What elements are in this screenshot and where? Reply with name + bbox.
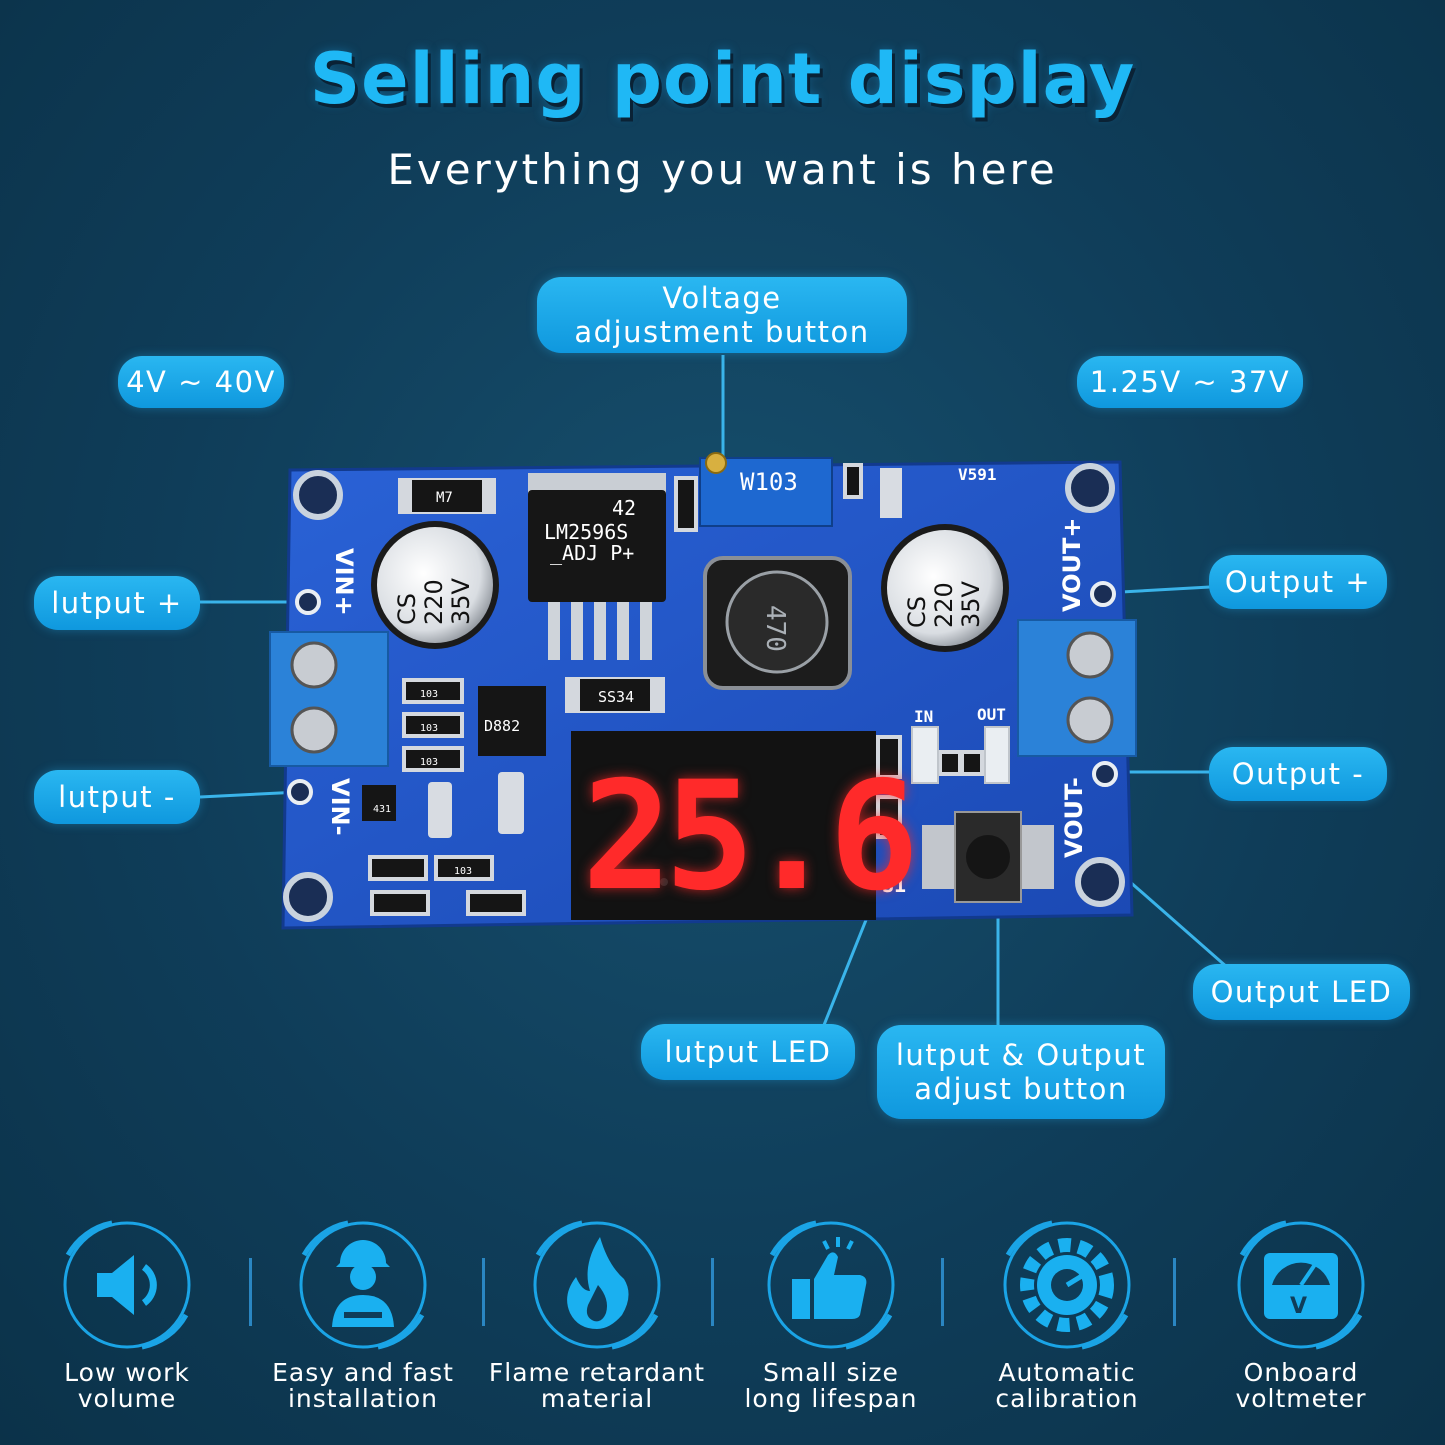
ic-label-3: _ADJ P+ (550, 541, 634, 565)
feature-label-line1: Small size (763, 1358, 899, 1387)
led-out-label: OUT (977, 705, 1006, 724)
feature-separator (941, 1258, 944, 1326)
feature-easy-installation: Easy and fast installation (243, 1360, 483, 1412)
page-subtitle: Everything you want is here (387, 145, 1058, 194)
feature-label-line1: Low work (64, 1358, 190, 1387)
switch-label: S1 (882, 873, 906, 897)
voltage-adjust-line1: Voltage (662, 281, 782, 315)
output-led-callout: Output LED (1193, 964, 1410, 1020)
thumbs-up-icon (767, 1220, 895, 1350)
transistor-label: D882 (484, 717, 520, 735)
adjust-button-line2: adjust button (914, 1072, 1128, 1106)
feature-label-line2: installation (287, 1384, 439, 1413)
input-range-callout: 4V ~ 40V (118, 356, 284, 408)
feature-label-line2: voltmeter (1235, 1384, 1367, 1413)
feature-separator (711, 1258, 714, 1326)
voltmeter-icon: V (1237, 1220, 1365, 1350)
vin-plus-label: VIN+ (330, 548, 358, 616)
resistor-label-2: 103 (420, 723, 438, 734)
feature-label-line2: volume (77, 1384, 177, 1413)
ic-label-1: 42 (612, 496, 636, 520)
input-minus-callout: lutput - (34, 770, 200, 824)
output-plus-callout: Output + (1209, 555, 1387, 609)
pot-label: W103 (740, 468, 798, 496)
model-label: V591 (958, 465, 997, 484)
feature-label-line2: calibration (995, 1384, 1139, 1413)
cap-right-label-2: 220 (930, 582, 958, 628)
cap-left-label-3: 35V (447, 577, 475, 625)
vin-minus-label: VIN- (326, 778, 354, 836)
feature-separator (482, 1258, 485, 1326)
feature-low-work-volume: Low work volume (7, 1360, 247, 1412)
input-led-callout: lutput LED (641, 1024, 855, 1080)
cap-right-label-3: 35V (957, 580, 985, 628)
feature-separator (1173, 1258, 1176, 1326)
adjust-button-line1: lutput & Output (895, 1038, 1147, 1072)
cap-right-label-1: CS (903, 596, 931, 628)
feature-label-line1: Onboard (1243, 1358, 1359, 1387)
feature-flame-retardant: Flame retardant material (477, 1360, 717, 1412)
cap-left-label-2: 220 (420, 579, 448, 625)
gear-gauge-icon (1003, 1220, 1131, 1350)
inductor-label: 470 (760, 605, 790, 652)
ic-label-2: LM2596S (544, 520, 628, 544)
feature-label-line1: Flame retardant (488, 1358, 706, 1387)
cap-left-label-1: CS (393, 593, 421, 625)
worker-icon (299, 1220, 427, 1350)
feature-label-line2: long lifespan (744, 1384, 918, 1413)
vout-minus-label: VOUT- (1060, 777, 1088, 858)
adjust-button-callout: lutput & Output adjust button (877, 1025, 1165, 1119)
voltmeter-display: 25.6 (582, 750, 912, 924)
voltage-adjust-line2: adjustment button (574, 315, 870, 349)
feature-label-line1: Easy and fast (272, 1358, 454, 1387)
voltage-adjust-callout: Voltage adjustment button (537, 277, 907, 353)
svg-text:V: V (1290, 1294, 1307, 1319)
diode-label: M7 (436, 490, 453, 506)
output-range-callout: 1.25V ~ 37V (1077, 356, 1303, 408)
input-plus-callout: lutput + (34, 576, 200, 630)
resistor-label-3: 103 (420, 757, 438, 768)
feature-automatic-calibration: Automatic calibration (947, 1360, 1187, 1412)
chip-431-label: 431 (373, 804, 391, 815)
feature-label-line1: Automatic (998, 1358, 1136, 1387)
resistor-label-1: 103 (420, 689, 438, 700)
vout-plus-label: VOUT+ (1058, 517, 1086, 612)
speaker-icon (63, 1220, 191, 1350)
feature-small-size: Small size long lifespan (711, 1360, 951, 1412)
feature-label-line2: material (540, 1384, 654, 1413)
resistor-label-4: 103 (454, 866, 472, 877)
feature-separator (249, 1258, 252, 1326)
flame-icon (533, 1220, 661, 1350)
page-title: Selling point display (309, 38, 1136, 120)
schottky-label: SS34 (598, 688, 634, 706)
led-in-label: IN (914, 707, 933, 726)
feature-onboard-voltmeter: Onboard voltmeter (1181, 1360, 1421, 1412)
output-minus-callout: Output - (1209, 747, 1387, 801)
